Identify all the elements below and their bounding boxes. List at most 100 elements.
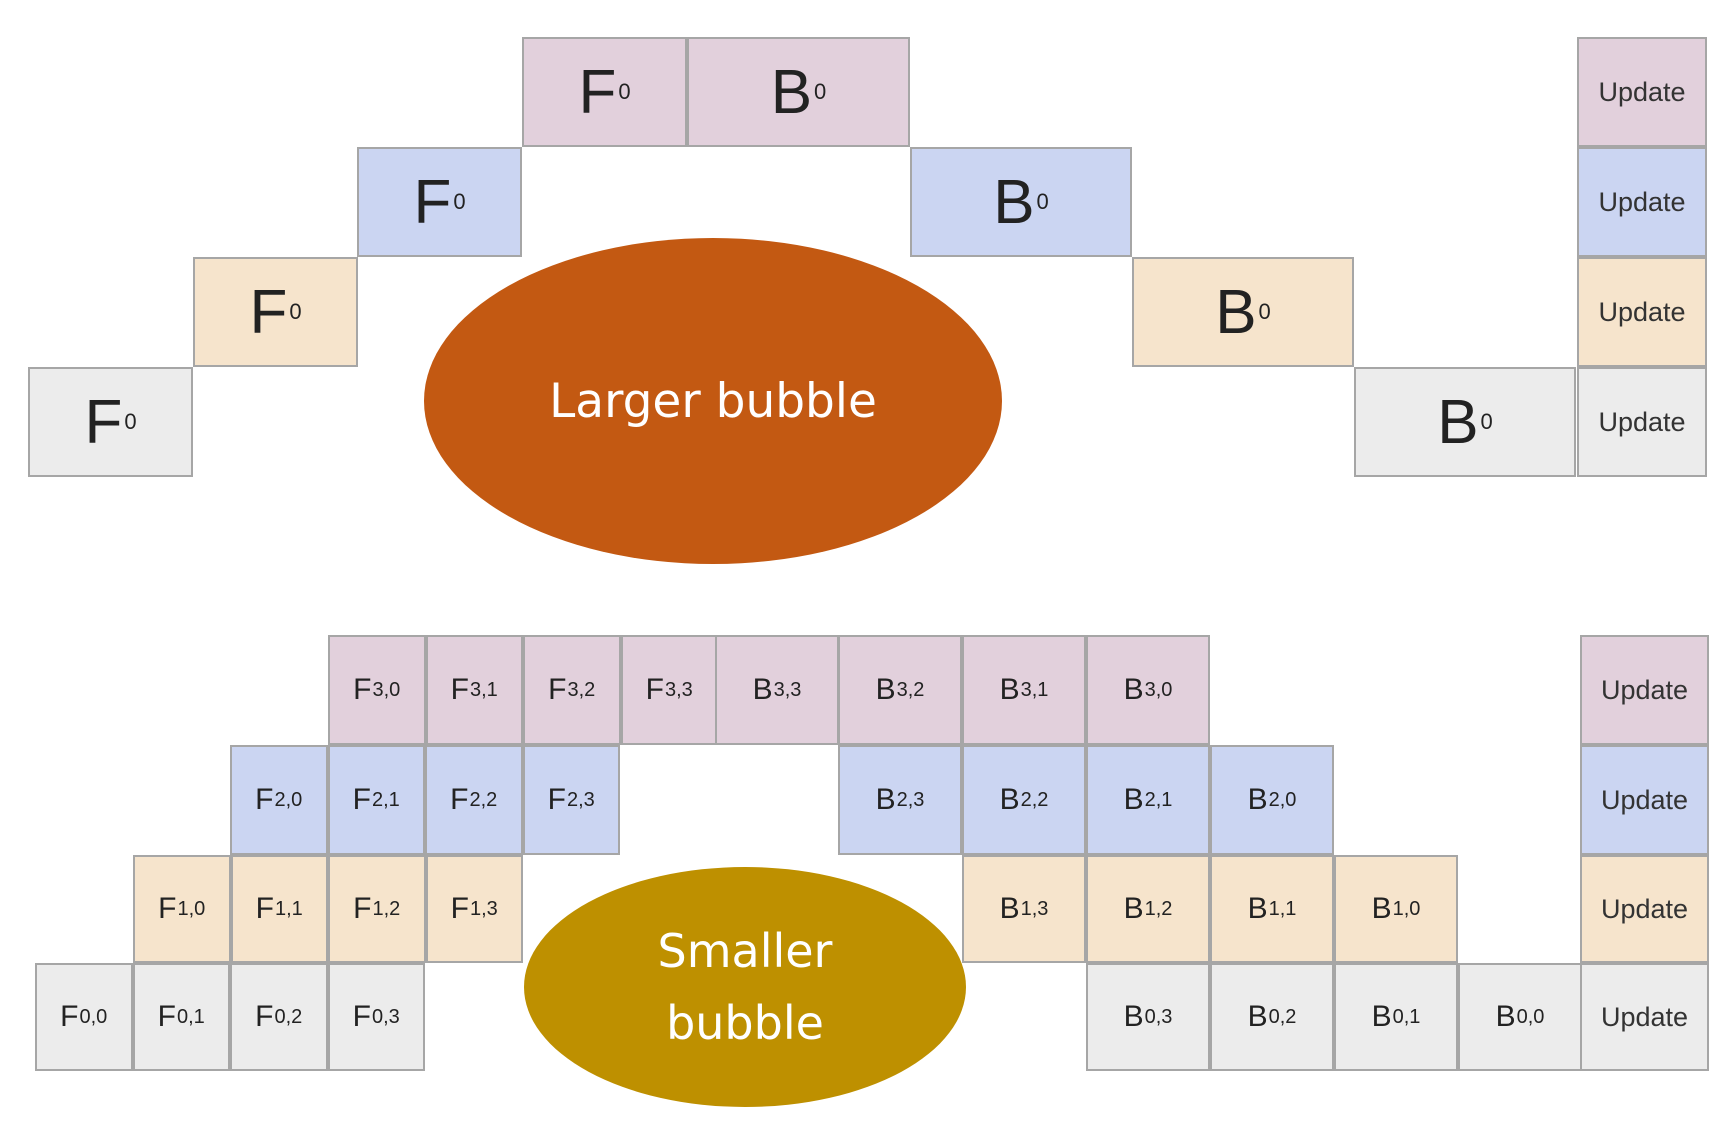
block-letter: F: [450, 783, 469, 816]
block-letter: B: [1123, 783, 1144, 816]
smaller-bubble-label: Smaller bubble: [658, 915, 833, 1059]
block-index: 0: [289, 299, 302, 324]
update-label: Update: [1600, 893, 1689, 924]
block-letter: B: [1495, 1000, 1516, 1033]
block-index: 0,2: [1268, 1005, 1297, 1028]
block-letter: F: [352, 783, 371, 816]
update-label: Update: [1598, 406, 1686, 437]
block-letter: B: [999, 673, 1020, 706]
block-letter: B: [999, 892, 1020, 925]
block-letter: B: [1371, 892, 1392, 925]
block-index: 2,3: [896, 788, 925, 811]
update-label: Update: [1598, 76, 1686, 107]
block-index: 1,1: [1268, 897, 1297, 920]
block-index: 0,3: [1144, 1005, 1173, 1028]
block-letter: F: [578, 57, 617, 127]
block-letter: F: [255, 1000, 274, 1033]
block-letter: B: [770, 57, 813, 127]
block-index: 0: [124, 409, 137, 434]
block-letter: F: [249, 277, 288, 347]
block-index: 1,0: [1392, 897, 1421, 920]
update-label: Update: [1598, 186, 1686, 217]
block-letter: F: [60, 1000, 79, 1033]
update-block: Update: [1580, 855, 1709, 963]
update-label: Update: [1600, 674, 1689, 705]
block-index: 0: [1480, 409, 1493, 434]
block-letter: B: [1123, 673, 1144, 706]
update-block: Update: [1580, 635, 1709, 745]
update-label: Update: [1598, 296, 1686, 327]
block-index: 0: [618, 79, 631, 104]
block-index: 3,3: [773, 678, 802, 701]
block-index: 0,1: [1392, 1005, 1421, 1028]
block-index: 1,1: [275, 897, 303, 920]
block-index: 1,3: [1020, 897, 1049, 920]
block-index: 2,2: [469, 788, 498, 811]
block-index: 1,0: [177, 897, 206, 920]
smaller-bubble-label-line: Smaller: [657, 924, 833, 978]
block-letter: B: [1371, 1000, 1392, 1033]
block-letter: B: [1123, 1000, 1144, 1033]
update-block: Update: [1577, 37, 1707, 147]
block-index: 2,1: [372, 788, 400, 811]
block-letter: B: [875, 783, 896, 816]
block-index: 0: [814, 79, 827, 104]
block-index: 2,0: [1268, 788, 1297, 811]
block-letter: B: [1437, 387, 1479, 457]
block-letter: B: [875, 673, 896, 706]
block-index: 3,3: [665, 678, 693, 701]
block-index: 0,2: [274, 1005, 303, 1028]
block-index: 0,0: [79, 1005, 108, 1028]
block-letter: F: [158, 892, 177, 925]
block-letter: F: [547, 783, 566, 816]
block-letter: B: [993, 167, 1035, 237]
block-index: 3,0: [1144, 678, 1173, 701]
smaller-bubble-ellipse: Smaller bubble: [524, 867, 966, 1107]
block-letter: F: [450, 673, 469, 706]
update-block: Update: [1580, 963, 1709, 1071]
block-index: 2,1: [1144, 788, 1173, 811]
block-index: 3,0: [372, 678, 401, 701]
block-index: 3,2: [896, 678, 925, 701]
block-letter: F: [157, 1000, 176, 1033]
update-block: Update: [1577, 367, 1707, 477]
block-letter: B: [752, 673, 773, 706]
update-block: Update: [1577, 147, 1707, 257]
block-index: 1,2: [372, 897, 401, 920]
block-index: 0: [1036, 189, 1049, 214]
block-letter: F: [450, 892, 469, 925]
block-letter: B: [1247, 1000, 1268, 1033]
block-index: 0,3: [372, 1005, 400, 1028]
smaller-bubble-label-line: bubble: [666, 996, 824, 1050]
block-index: 3,2: [567, 678, 596, 701]
